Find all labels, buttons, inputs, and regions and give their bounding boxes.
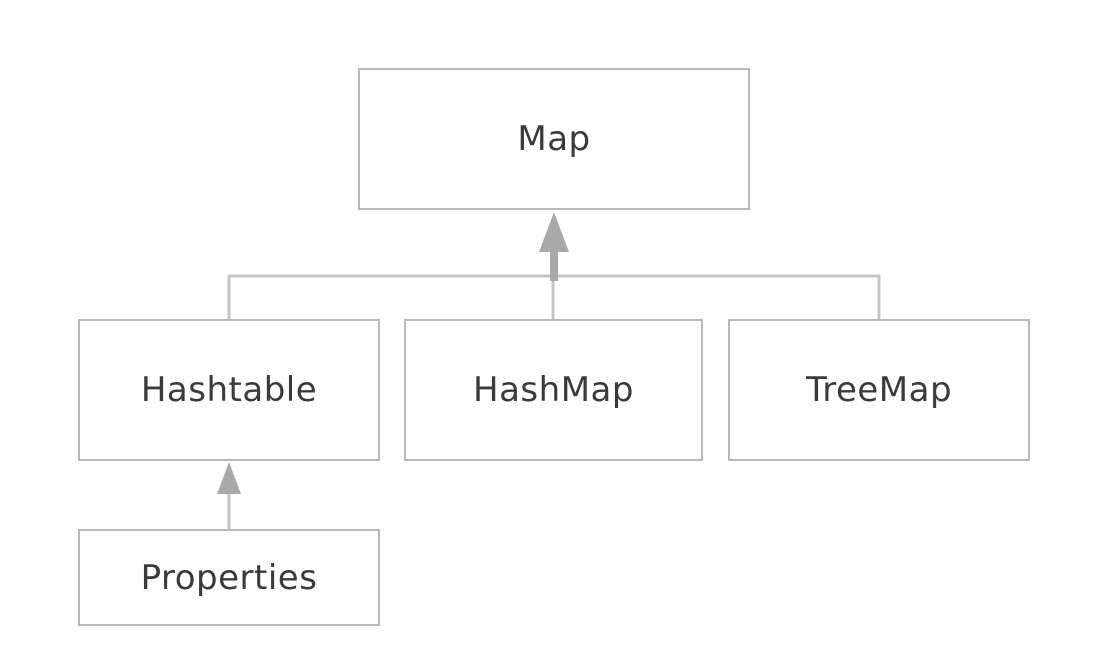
properties-node: Properties [78,529,380,626]
treemap-label: TreeMap [805,370,953,410]
treemap-node: TreeMap [728,319,1030,461]
hashtable-label: Hashtable [140,370,318,410]
arrow-head-to-map [539,212,569,252]
hashmap-node: HashMap [404,319,703,461]
properties-label: Properties [140,557,318,598]
map-node: Map [358,68,750,210]
hashtable-node: Hashtable [78,319,380,461]
map-label: Map [517,119,591,159]
hashmap-label: HashMap [473,370,634,410]
arrow-head-to-hashtable [217,462,241,494]
